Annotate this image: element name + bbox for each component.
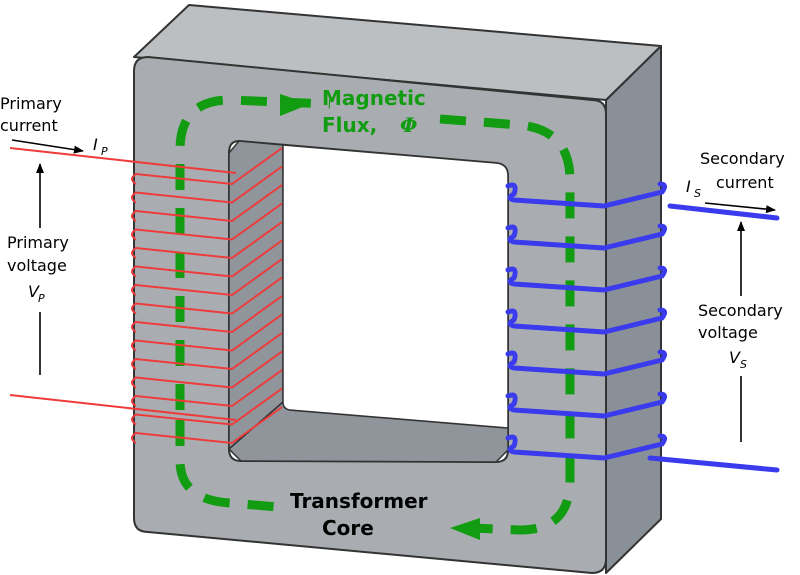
secondary-voltage-subscript: S bbox=[740, 358, 747, 371]
secondary-winding-turn bbox=[505, 223, 668, 251]
secondary-winding-turn bbox=[505, 433, 668, 461]
primary-voltage-subscript: P bbox=[38, 292, 45, 305]
primary-winding-turn bbox=[131, 369, 283, 408]
primary-winding-turn bbox=[131, 202, 283, 241]
transformer-core bbox=[133, 4, 662, 574]
flux-arrow-bottom-icon bbox=[450, 518, 480, 540]
primary-winding-turn bbox=[131, 147, 283, 186]
transformer-core-label-1: Transformer bbox=[290, 489, 428, 513]
secondary-winding-turn bbox=[505, 391, 668, 419]
flux-arrow-top-icon bbox=[280, 94, 310, 116]
primary-winding-turn bbox=[131, 313, 283, 352]
primary-current-symbol: I bbox=[93, 135, 98, 154]
core-right-face bbox=[605, 45, 662, 574]
primary-voltage-label-2: voltage bbox=[7, 256, 67, 275]
primary-winding-turn bbox=[131, 387, 283, 426]
primary-winding-turn bbox=[131, 350, 283, 389]
primary-current-label-2: current bbox=[0, 116, 58, 135]
magnetic-flux-label-1: Magnetic bbox=[322, 86, 426, 110]
primary-winding-turn bbox=[131, 295, 283, 334]
secondary-current-label-1: Secondary bbox=[700, 149, 785, 168]
core-window bbox=[282, 144, 509, 429]
primary-voltage-label-1: Primary bbox=[7, 233, 69, 252]
primary-winding-turn bbox=[131, 406, 283, 445]
secondary-current-subscript: S bbox=[694, 187, 701, 200]
secondary-voltage-label-1: Secondary bbox=[698, 301, 783, 320]
secondary-current-label-2: current bbox=[716, 173, 774, 192]
secondary-winding-turn bbox=[505, 181, 668, 209]
arrow-right-icon bbox=[11, 139, 84, 154]
secondary-winding-turn bbox=[505, 265, 668, 293]
primary-voltage-symbol: V bbox=[28, 282, 40, 301]
primary-winding-turn bbox=[131, 258, 283, 297]
flux-symbol: Φ bbox=[400, 113, 418, 137]
secondary-winding bbox=[505, 181, 780, 473]
primary-winding bbox=[9, 147, 283, 445]
primary-winding-turn bbox=[131, 332, 283, 371]
secondary-voltage-label-2: voltage bbox=[698, 323, 758, 342]
secondary-voltage-symbol: V bbox=[729, 348, 741, 367]
secondary-current-symbol: I bbox=[686, 177, 691, 196]
magnetic-flux-label-2: Flux, bbox=[322, 113, 377, 137]
secondary-winding-turn bbox=[505, 307, 668, 335]
arrow-right-icon bbox=[704, 202, 776, 214]
primary-winding-turn bbox=[131, 165, 283, 204]
transformer-core-label-2: Core bbox=[322, 516, 374, 540]
primary-winding-turn bbox=[131, 239, 283, 278]
primary-winding-turn bbox=[131, 184, 283, 223]
primary-current-label-1: Primary bbox=[0, 94, 62, 113]
secondary-winding-turn bbox=[505, 349, 668, 377]
primary-winding-turn bbox=[131, 221, 283, 260]
primary-current-subscript: P bbox=[101, 145, 108, 158]
primary-winding-turn bbox=[131, 276, 283, 315]
